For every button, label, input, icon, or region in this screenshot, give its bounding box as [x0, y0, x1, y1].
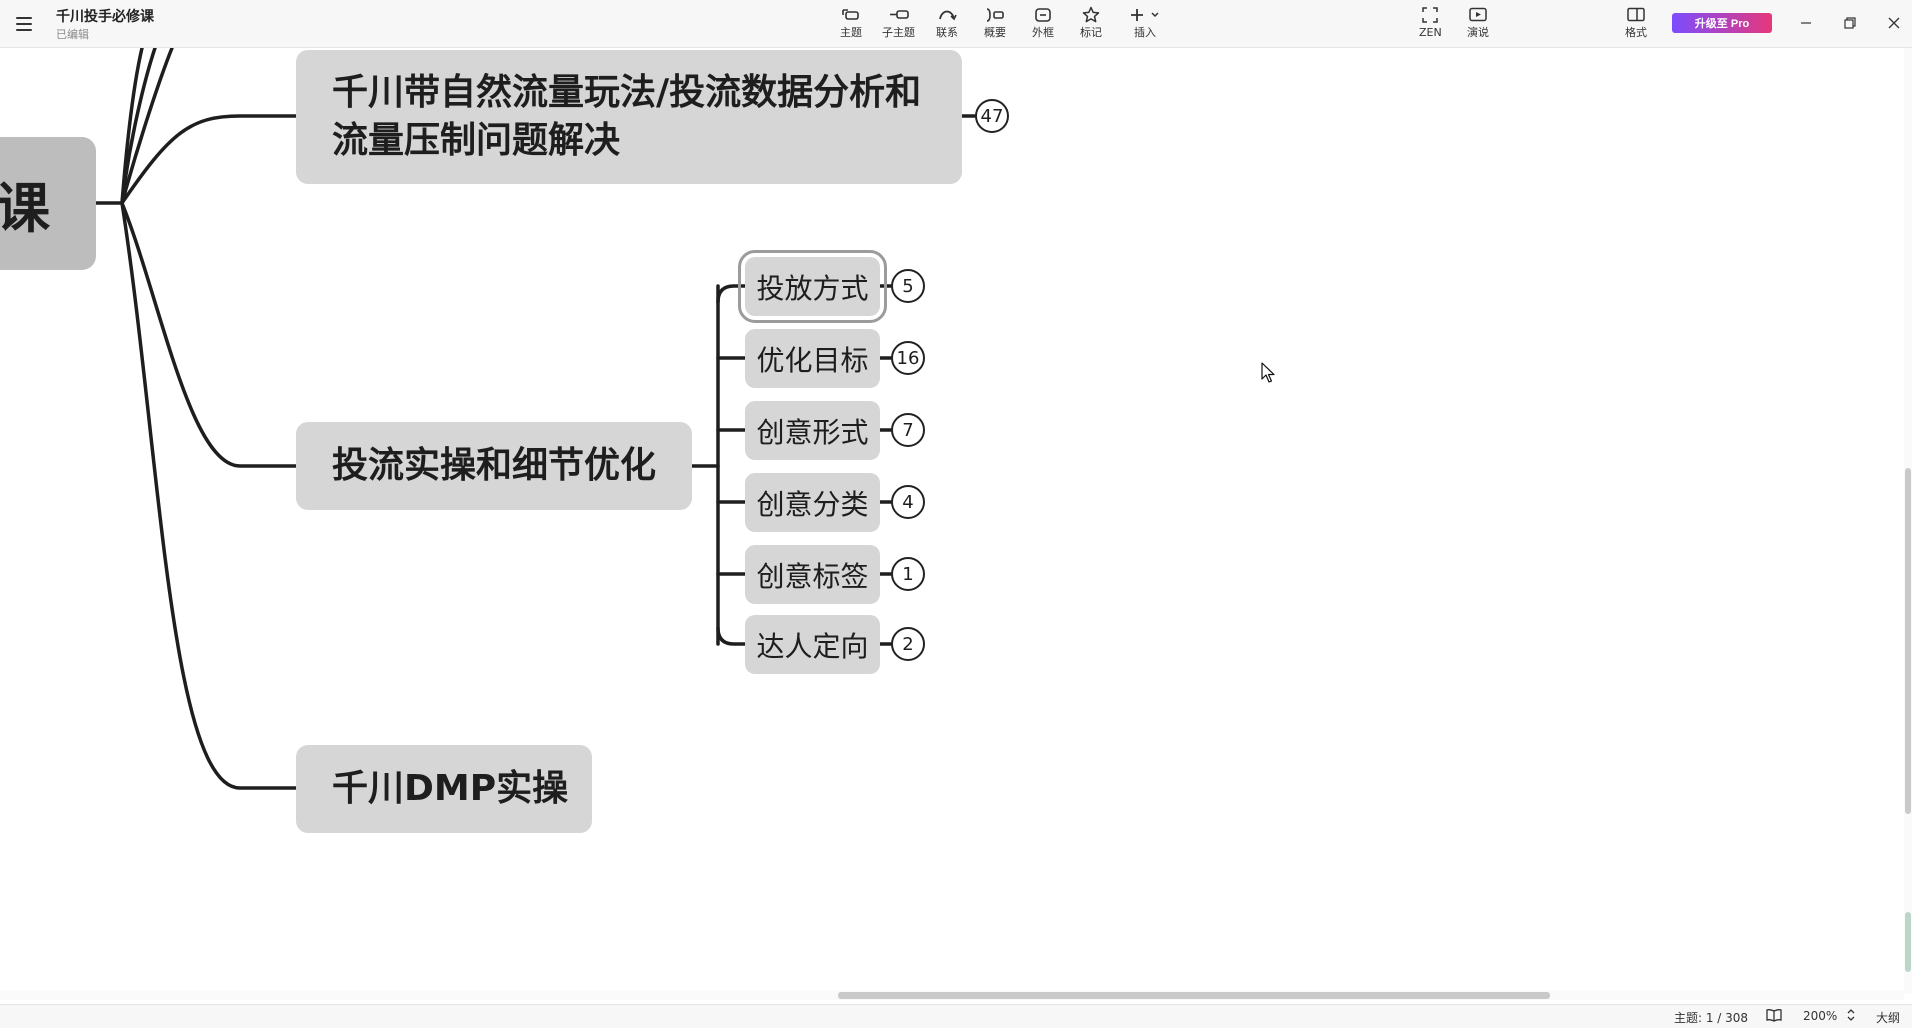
root-topic-label: 课	[0, 177, 50, 240]
marker-label: 标记	[1080, 26, 1102, 39]
horizontal-scroll-thumb[interactable]	[838, 992, 1550, 999]
menu-icon[interactable]	[12, 12, 36, 36]
relation-button[interactable]: 联系	[936, 4, 958, 44]
subtopic-button[interactable]: 子主题	[882, 4, 915, 44]
connector-branch-1	[120, 114, 298, 205]
collapse-count-subtopic-2[interactable]: 16	[891, 341, 925, 375]
relation-icon	[936, 4, 958, 26]
connector-offscreen-2	[120, 48, 157, 205]
topic-branch-3-label: 千川DMP实操	[332, 768, 569, 809]
topic-count: 主题: 1 / 308	[1674, 1011, 1749, 1025]
topic-branch-2[interactable]: 投流实操和细节优化	[296, 422, 692, 510]
summary-label: 概要	[984, 26, 1006, 39]
mindmap-canvas[interactable]: 课 千川带自然流量玩法/投流数据分析和 流量压制问题解决 47 投流实操和细节优…	[0, 48, 1904, 994]
upgrade-pro-button[interactable]: 升级至 Pro	[1672, 13, 1772, 33]
panel-icon	[1625, 4, 1647, 26]
insert-label: 插入	[1134, 26, 1156, 39]
topic-branch-2-label: 投流实操和细节优化	[332, 445, 657, 486]
subtopic-icon	[888, 4, 910, 26]
topic-branch-1-line2: 流量压制问题解决	[332, 120, 621, 161]
connector-branch-2	[120, 201, 298, 468]
topic-button[interactable]: 主题	[840, 4, 862, 44]
present-label: 演说	[1467, 26, 1489, 39]
book-icon[interactable]	[1766, 1008, 1782, 1025]
boundary-icon	[1032, 4, 1054, 26]
plus-icon	[1128, 4, 1162, 26]
topic-branch-1-line1: 千川带自然流量玩法/投流数据分析和	[332, 72, 922, 113]
subtopic-5-label: 创意标签	[756, 559, 869, 593]
connector-offscreen-3	[120, 48, 174, 205]
fullscreen-icon	[1419, 4, 1441, 26]
format-label: 格式	[1625, 26, 1647, 39]
horizontal-scrollbar[interactable]	[0, 990, 1904, 1000]
mouse-cursor-icon	[1261, 362, 1275, 388]
minimap-indicator[interactable]	[1905, 912, 1911, 972]
subtopic-4-label: 创意分类	[756, 487, 869, 521]
boundary-button[interactable]: 外框	[1032, 4, 1054, 44]
insert-button[interactable]: 插入	[1128, 4, 1162, 44]
star-icon	[1080, 4, 1102, 26]
zoom-stepper-icon[interactable]	[1846, 1008, 1856, 1025]
minimize-icon[interactable]	[1792, 10, 1820, 36]
subtopic-2-label: 优化目标	[756, 343, 869, 377]
close-icon[interactable]	[1880, 10, 1908, 36]
connector-child-1	[716, 284, 747, 304]
subtopic-label: 子主题	[882, 26, 915, 39]
subtopic-1-label: 投放方式	[756, 271, 869, 305]
subtopic-3-label: 创意形式	[756, 415, 869, 449]
subtopic-4[interactable]: 创意分类	[745, 473, 880, 532]
zen-button[interactable]: ZEN	[1419, 4, 1442, 44]
subtopic-6-label: 达人定向	[756, 629, 869, 663]
connector-branch-3	[120, 201, 298, 790]
status-bar: 主题: 1 / 308 200% 大纲	[0, 1004, 1912, 1028]
topic-branch-3[interactable]: 千川DMP实操	[296, 745, 592, 833]
collapse-count-subtopic-4[interactable]: 4	[891, 485, 925, 519]
subtopic-2[interactable]: 优化目标	[745, 329, 880, 388]
present-button[interactable]: 演说	[1467, 4, 1489, 44]
document-title: 千川投手必修课	[56, 9, 154, 25]
zoom-level[interactable]: 200%	[1803, 1009, 1838, 1023]
root-topic[interactable]: 课	[0, 137, 96, 270]
subtopic-6[interactable]: 达人定向	[745, 615, 880, 674]
collapse-count-subtopic-3[interactable]: 7	[891, 413, 925, 447]
mindmap-connectors	[93, 48, 978, 790]
play-icon	[1467, 4, 1489, 26]
vertical-scrollbar[interactable]	[1904, 48, 1912, 994]
subtopic-3[interactable]: 创意形式	[745, 401, 880, 460]
topic-icon	[840, 4, 862, 26]
connector-child-6	[716, 626, 747, 646]
summary-icon	[984, 4, 1006, 26]
title-bar: 千川投手必修课 已编辑 主题 子主题 联系 概要 外框 标记	[0, 0, 1912, 48]
subtopic-5[interactable]: 创意标签	[745, 545, 880, 604]
outline-button[interactable]: 大纲	[1876, 1011, 1901, 1025]
subtopic-1[interactable]: 投放方式	[738, 250, 887, 323]
topic-branch-1[interactable]: 千川带自然流量玩法/投流数据分析和 流量压制问题解决	[296, 50, 962, 184]
vertical-scroll-thumb[interactable]	[1905, 468, 1911, 814]
collapse-count-subtopic-6[interactable]: 2	[891, 627, 925, 661]
summary-button[interactable]: 概要	[984, 4, 1006, 44]
collapse-count-subtopic-1[interactable]: 5	[891, 269, 925, 303]
zen-label: ZEN	[1419, 26, 1442, 39]
restore-icon[interactable]	[1836, 10, 1864, 36]
marker-button[interactable]: 标记	[1080, 4, 1102, 44]
collapse-count-subtopic-5[interactable]: 1	[891, 557, 925, 591]
format-button[interactable]: 格式	[1625, 4, 1647, 44]
boundary-label: 外框	[1032, 26, 1054, 39]
document-status: 已编辑	[56, 28, 89, 41]
relation-label: 联系	[936, 26, 958, 39]
collapse-count-branch-1[interactable]: 47	[975, 99, 1009, 133]
topic-label: 主题	[840, 26, 862, 39]
